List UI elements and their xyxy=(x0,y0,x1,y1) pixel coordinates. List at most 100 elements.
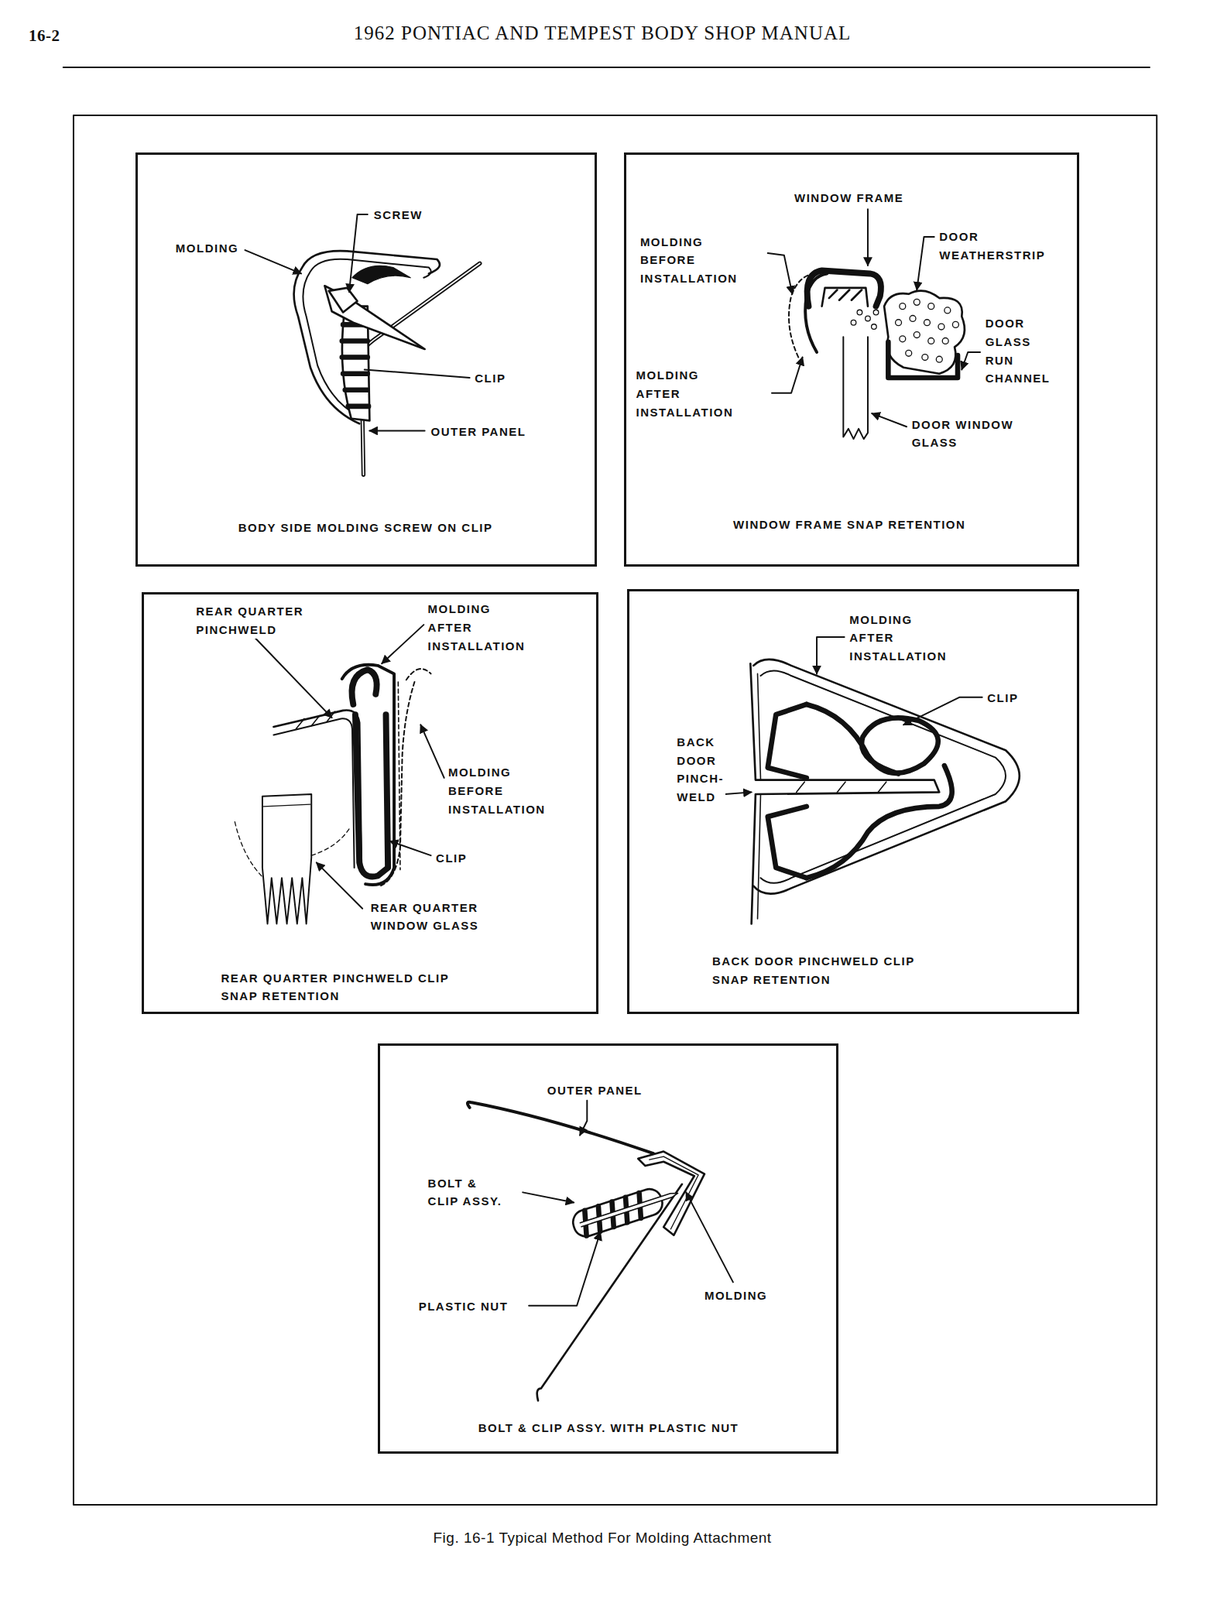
part-label: MOLDING BEFORE INSTALLATION xyxy=(638,233,740,288)
bolt-clip-drawing-part xyxy=(537,1184,683,1402)
body-side-molding-drawing-part xyxy=(342,370,368,377)
body-side-molding-drawing-part xyxy=(245,250,302,274)
text-line: BACK xyxy=(676,733,724,752)
part-label: MOLDING AFTER INSTALLATION xyxy=(634,366,736,422)
body-side-molding-drawing-part xyxy=(364,369,470,378)
text-line: GLASS xyxy=(985,332,1051,352)
weatherstrip-dots-part xyxy=(944,307,951,314)
text-line: AFTER xyxy=(849,628,947,648)
body-side-molding-drawing-part xyxy=(324,285,425,350)
page-number: 16-2 xyxy=(27,25,62,46)
bolt-clip-drawing-part xyxy=(579,1100,587,1136)
bolt-clip-drawing-part xyxy=(685,1192,734,1283)
weatherstrip-dots-part xyxy=(924,319,931,326)
rear-quarter-drawing-part xyxy=(295,718,305,729)
text-line: MOLDING xyxy=(849,610,947,630)
panel-caption: REAR QUARTER PINCHWELD CLIP SNAP RETENTI… xyxy=(219,969,452,1006)
part-label: SCREW xyxy=(372,205,425,225)
rear-quarter-drawing-part xyxy=(351,669,377,705)
body-side-molding-drawing-part xyxy=(352,265,411,284)
rear-quarter-drawing-part xyxy=(342,665,395,885)
page-title: 1962 PONTIAC AND TEMPEST BODY SHOP MANUA… xyxy=(353,22,851,45)
illustration-part xyxy=(63,67,1157,1505)
weatherstrip-dots-part xyxy=(850,319,857,326)
rear-quarter-drawing-part xyxy=(381,624,424,664)
weatherstrip-dots-part xyxy=(928,338,935,345)
back-door-drawing-part xyxy=(816,637,845,674)
back-door-drawing-part xyxy=(761,670,1007,883)
rear-quarter-drawing-part xyxy=(234,822,264,879)
part-label: WINDOW FRAME xyxy=(792,188,906,208)
rear-quarter-drawing-part xyxy=(263,804,311,807)
window-frame-drawing-part xyxy=(788,273,815,357)
part-label: DOOR WINDOW GLASS xyxy=(910,415,1015,453)
text-line: PINCH- xyxy=(676,769,724,789)
bolt-clip-drawing-part-part xyxy=(579,1191,679,1228)
text-line: AFTER xyxy=(428,618,526,638)
text-line: INSTALLATION xyxy=(849,647,947,666)
weatherstrip-dots-part xyxy=(922,354,929,361)
body-side-molding-drawing-part xyxy=(349,214,368,292)
part-label: OUTER PANEL xyxy=(429,422,528,442)
text-line: WINDOW GLASS xyxy=(370,916,480,936)
body-side-molding-drawing-part xyxy=(361,263,480,475)
back-door-drawing-part xyxy=(757,673,762,919)
rear-quarter-drawing-part xyxy=(390,841,432,856)
rear-quarter-drawing-part xyxy=(311,715,320,726)
rear-quarter-drawing-part xyxy=(273,718,354,868)
text-line: SNAP RETENTION xyxy=(712,970,916,990)
back-door-drawing-part xyxy=(796,781,806,792)
window-frame-drawing-part xyxy=(887,342,958,378)
text-line: MOLDING xyxy=(448,763,546,782)
text-line: SNAP RETENTION xyxy=(221,987,450,1006)
part-label: MOLDING AFTER INSTALLATION xyxy=(847,610,949,666)
part-label: BOLT & CLIP ASSY. xyxy=(426,1174,504,1211)
rear-quarter-drawing-part xyxy=(316,862,363,909)
window-frame-drawing-part xyxy=(767,253,793,295)
window-frame-drawing-part xyxy=(867,209,869,266)
back-door-drawing-part xyxy=(750,663,940,924)
rear-quarter-drawing-part xyxy=(255,637,333,718)
header-rule xyxy=(63,66,1150,68)
part-label: REAR QUARTER PINCHWELD xyxy=(194,602,306,639)
window-frame-drawing-part xyxy=(851,290,862,301)
back-door-drawing-part xyxy=(767,704,807,779)
back-door-drawing-part xyxy=(877,781,887,792)
text-line: REAR QUARTER xyxy=(370,898,480,918)
bolt-clip-drawing-part xyxy=(528,1232,600,1307)
weatherstrip-dots-part xyxy=(899,335,906,343)
window-frame-drawing-part xyxy=(884,291,965,374)
weatherstrip-dots-part xyxy=(952,321,959,328)
window-frame-drawing-part xyxy=(871,413,907,427)
weatherstrip-dots-part xyxy=(913,298,920,306)
body-side-molding-drawing-part xyxy=(345,387,368,393)
part-label: MOLDING xyxy=(702,1286,769,1306)
text-line: WELD xyxy=(676,788,724,807)
window-frame-drawing-part xyxy=(961,352,981,370)
body-side-molding-drawing-part xyxy=(342,338,368,344)
rear-quarter-drawing xyxy=(234,624,444,924)
part-label: MOLDING BEFORE INSTALLATION xyxy=(446,763,548,819)
window-frame-drawing-part xyxy=(771,357,803,394)
text-line: MOLDING xyxy=(636,366,734,385)
text-line: DOOR xyxy=(676,751,724,771)
back-door-drawing-part xyxy=(753,659,1020,895)
back-door-drawing-part xyxy=(806,704,939,775)
window-frame-drawing-part xyxy=(829,290,838,299)
weatherstrip-dots-part xyxy=(871,324,878,330)
text-line: REAR QUARTER PINCHWELD CLIP xyxy=(221,969,450,988)
figure-panel: REAR QUARTER PINCHWELD CLIP SNAP RETENTI… xyxy=(141,592,599,1015)
weatherstrip-dots-part xyxy=(857,309,863,316)
figure-panel: BODY SIDE MOLDING SCREW ON CLIP xyxy=(135,152,597,567)
panel-caption: BACK DOOR PINCHWELD CLIP SNAP RETENTION xyxy=(710,952,917,989)
text-line: DOOR WINDOW xyxy=(911,415,1014,435)
part-label: DOOR GLASS RUN CHANNEL xyxy=(983,314,1053,388)
back-door-drawing-part xyxy=(836,781,846,792)
rear-quarter-drawing-part xyxy=(380,668,432,887)
panel-caption: WINDOW FRAME SNAP RETENTION xyxy=(731,515,967,535)
bolt-clip-drawing-part xyxy=(467,1102,654,1155)
text-line: BEFORE xyxy=(448,781,546,801)
weatherstrip-dots-part xyxy=(913,332,920,339)
